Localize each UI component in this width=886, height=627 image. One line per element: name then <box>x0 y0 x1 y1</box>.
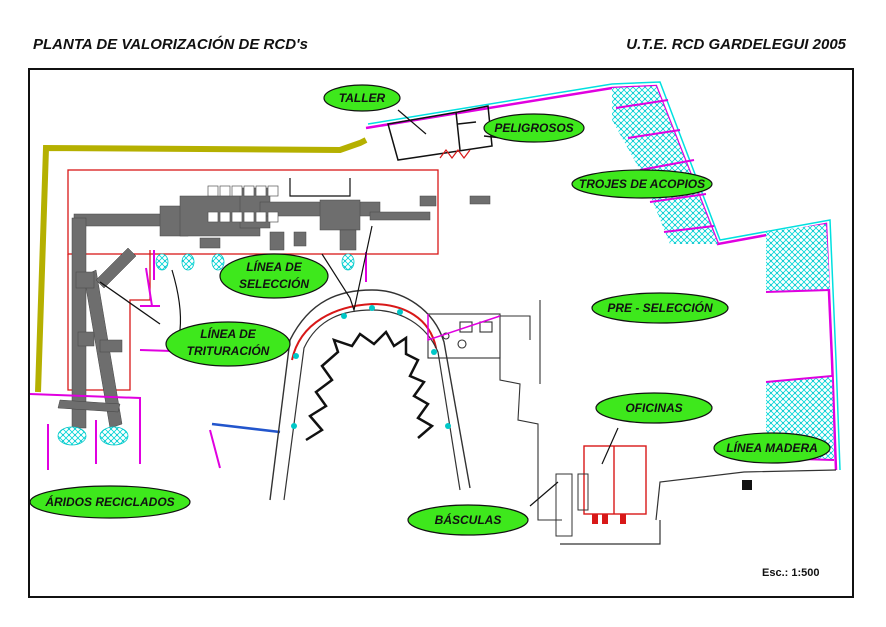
label-trojes: TROJES DE ACOPIOS <box>571 169 713 199</box>
label-madera: LÍNEA MADERA <box>713 432 831 464</box>
parked-cars <box>592 514 626 524</box>
svg-text:LÍNEA DE: LÍNEA DE <box>200 326 257 341</box>
label-peligrosos: PELIGROSOS <box>483 113 585 143</box>
taller-doors <box>439 149 471 159</box>
basculas <box>555 473 589 537</box>
plan-title: PLANTA DE VALORIZACIÓN DE RCD's <box>33 36 308 53</box>
trojes-dividers <box>615 99 835 461</box>
seleccion-machinery <box>73 187 491 251</box>
horseshoe-red <box>291 302 437 361</box>
label-basculas: BÁSCULAS <box>407 504 529 536</box>
svg-text:OFICINAS: OFICINAS <box>625 401 682 415</box>
svg-text:TROJES DE ACOPIOS: TROJES DE ACOPIOS <box>579 177 705 191</box>
label-preseleccion: PRE - SELECCIÓN <box>591 292 729 324</box>
stockpile-zigzag <box>305 329 435 442</box>
trojes-hatch-right <box>766 224 830 292</box>
trituracion-pointer <box>99 281 161 325</box>
building-wall <box>427 314 501 342</box>
company-title: U.T.E. RCD GARDELEGUI 2005 <box>626 36 846 53</box>
aridos-conveyor <box>211 422 281 434</box>
svg-text:PELIGROSOS: PELIGROSOS <box>494 121 573 135</box>
svg-text:BÁSCULAS: BÁSCULAS <box>435 512 502 527</box>
basculas-pointer <box>529 481 559 507</box>
east-road <box>655 469 837 521</box>
svg-text:LÍNEA DE: LÍNEA DE <box>246 259 303 274</box>
seleccion-cabins <box>207 185 279 223</box>
building-ledge <box>289 178 351 197</box>
oficinas-pointer <box>601 427 619 465</box>
seleccion-building <box>67 169 439 255</box>
horseshoe-outer <box>269 289 471 501</box>
north-boundary <box>367 81 841 471</box>
label-aridos: ÁRIDOS RECICLADOS <box>29 485 191 519</box>
scale-label: Esc.: 1:500 <box>762 567 819 579</box>
access-road <box>35 137 368 393</box>
svg-text:ÁRIDOS RECICLADOS: ÁRIDOS RECICLADOS <box>44 494 174 509</box>
service-buildings <box>427 300 562 521</box>
arc-hatch <box>171 269 182 331</box>
label-seleccion: LÍNEA DE SELECCIÓN <box>219 253 329 299</box>
horseshoe-markers <box>291 305 451 429</box>
madera-machine <box>742 480 752 490</box>
oficinas-building <box>583 445 647 515</box>
aridos-piles <box>57 253 355 446</box>
svg-text:TALLER: TALLER <box>339 91 386 105</box>
south-road <box>560 520 661 545</box>
label-trituracion: LÍNEA DE TRITURACIÓN <box>165 321 291 367</box>
taller-pointer <box>397 109 427 135</box>
label-oficinas: OFICINAS <box>595 392 713 424</box>
svg-text:SELECCIÓN: SELECCIÓN <box>239 276 309 291</box>
seleccion-pointer <box>321 225 373 313</box>
svg-text:LÍNEA MADERA: LÍNEA MADERA <box>726 440 818 455</box>
svg-text:PRE - SELECCIÓN: PRE - SELECCIÓN <box>607 300 713 315</box>
trituracion-machinery <box>57 217 137 429</box>
svg-text:TRITURACIÓN: TRITURACIÓN <box>187 343 270 358</box>
label-taller: TALLER <box>323 84 401 112</box>
